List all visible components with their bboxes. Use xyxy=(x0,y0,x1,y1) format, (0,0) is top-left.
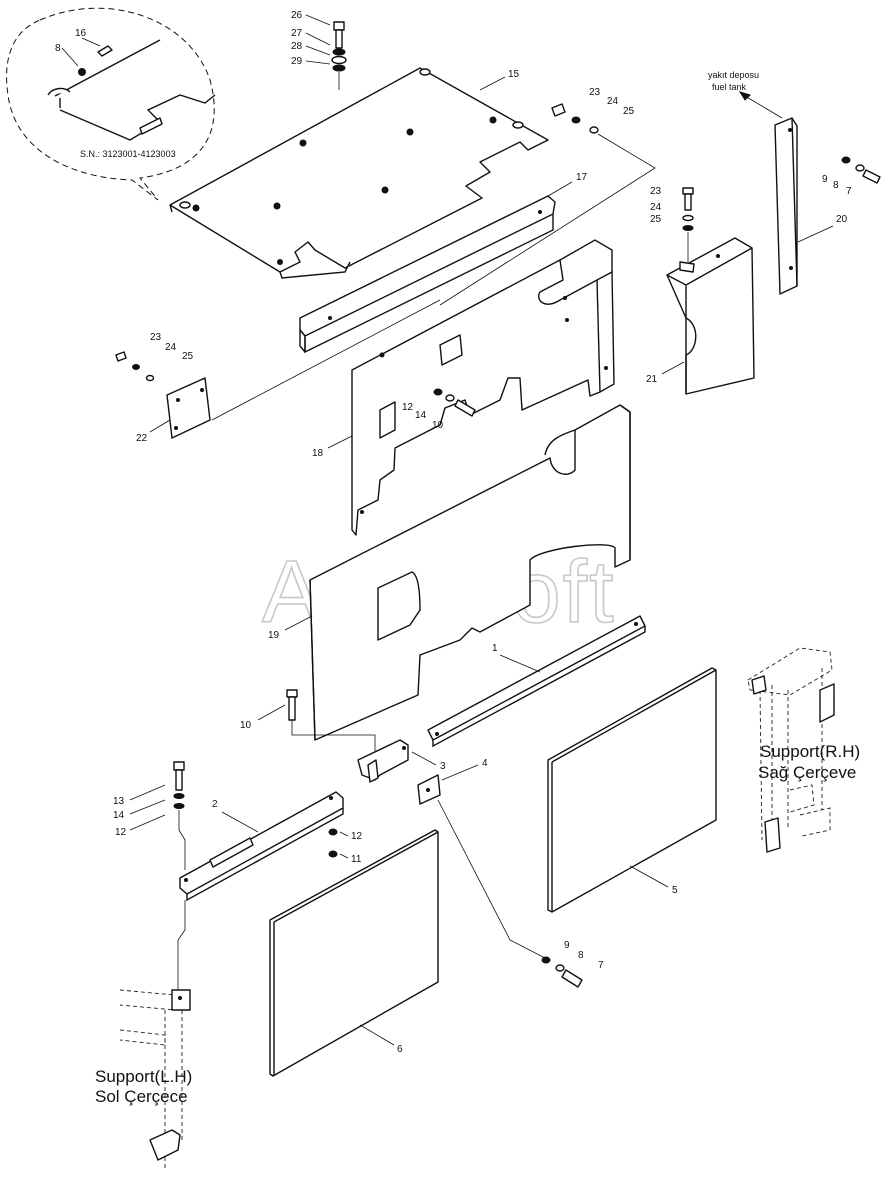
callout-26: 26 xyxy=(291,10,303,21)
callout-20: 20 xyxy=(836,214,848,225)
callout-3: 3 xyxy=(440,761,446,772)
part-3-bracket: 3 xyxy=(357,739,446,783)
callout-15: 15 xyxy=(508,69,520,80)
callout-23-left: 23 xyxy=(150,332,162,343)
part-22-small-plate: 23 24 25 22 xyxy=(115,299,441,444)
callout-7-right: 7 xyxy=(846,186,852,197)
callout-23-upper: 23 xyxy=(589,87,601,98)
hardware-7-9-lower: 9 8 7 xyxy=(541,940,604,988)
callout-9-right: 9 xyxy=(822,174,828,185)
callout-1: 1 xyxy=(492,643,498,654)
serial-detail-bubble: S.N.: 3123001-4123003 16 8 xyxy=(6,7,216,201)
callout-7-lower: 7 xyxy=(598,960,604,971)
support-lh-label-tr: Sol Çerçece xyxy=(95,1087,188,1106)
callout-17: 17 xyxy=(576,172,588,183)
part-21-side-panel: 21 xyxy=(646,237,755,395)
callout-16: 16 xyxy=(75,28,87,39)
part-17-bracket: 17 xyxy=(299,172,588,354)
hardware-12-14-left: 13 14 12 xyxy=(113,761,186,870)
callout-28: 28 xyxy=(291,41,303,52)
serial-number-note: S.N.: 3123001-4123003 xyxy=(80,149,176,159)
part-15-top-cover: 15 xyxy=(169,67,549,279)
callout-12-left: 12 xyxy=(115,827,127,838)
callout-11: 11 xyxy=(351,854,362,865)
part-18-inner-panel: 18 xyxy=(312,239,615,536)
callout-24-right: 24 xyxy=(650,202,662,213)
hardware-23-25-upper: 23 24 25 xyxy=(439,87,656,306)
hardware-23-25-right: 23 24 25 xyxy=(650,186,694,262)
part-1-long-bar: 1 xyxy=(427,615,646,748)
callout-25-upper: 25 xyxy=(623,106,635,117)
callout-21: 21 xyxy=(646,374,658,385)
part-5-right-plate: 5 xyxy=(547,667,717,913)
callout-25-right: 25 xyxy=(650,214,662,225)
callout-24-upper: 24 xyxy=(607,96,619,107)
callout-22: 22 xyxy=(136,433,148,444)
callout-24-left: 24 xyxy=(165,342,177,353)
callout-10-middle: 10 xyxy=(432,420,444,431)
support-rh-frame: Support(R.H) Sağ Çerçeve xyxy=(747,647,860,853)
callout-18: 18 xyxy=(312,448,324,459)
callout-8-lower: 8 xyxy=(578,950,584,961)
part-2-lower-bar: 2 xyxy=(179,791,344,902)
hardware-26-29: 26 27 28 29 xyxy=(291,10,347,90)
callout-27: 27 xyxy=(291,28,303,39)
callout-12-middle: 12 xyxy=(402,402,414,413)
callout-13: 13 xyxy=(113,796,125,807)
callout-19: 19 xyxy=(268,630,280,641)
support-lh-frame: Support(L.H) Sol Çerçece xyxy=(95,900,192,1170)
support-rh-label-tr: Sağ Çerçeve xyxy=(758,763,856,782)
callout-6: 6 xyxy=(397,1044,403,1055)
callout-23-right: 23 xyxy=(650,186,662,197)
hardware-11-12-center: 12 11 xyxy=(328,828,363,865)
fuel-tank-label-tr: yakıt deposu xyxy=(708,70,759,80)
support-rh-label-en: Support(R.H) xyxy=(760,742,860,761)
support-lh-label-en: Support(L.H) xyxy=(95,1067,192,1086)
callout-8-right: 8 xyxy=(833,180,839,191)
callout-5: 5 xyxy=(672,885,678,896)
fuel-tank-label-en: fuel tank xyxy=(712,82,747,92)
part-4-clip: 4 xyxy=(417,758,546,959)
callout-25-left: 25 xyxy=(182,351,194,362)
callout-14-middle: 14 xyxy=(415,410,427,421)
callout-8-detail: 8 xyxy=(55,43,61,54)
part-6-left-plate: 6 xyxy=(269,829,439,1077)
hardware-10-lower: 10 xyxy=(240,689,376,760)
callout-9-lower: 9 xyxy=(564,940,570,951)
callout-14-left: 14 xyxy=(113,810,125,821)
part-20-vertical-bar: 9 8 7 20 yakıt deposu fuel tank xyxy=(708,70,881,295)
hardware-10-12-14-middle: 12 14 10 xyxy=(402,388,476,431)
callout-10-lower: 10 xyxy=(240,720,252,731)
callout-4: 4 xyxy=(482,758,488,769)
callout-2: 2 xyxy=(212,799,218,810)
callout-29: 29 xyxy=(291,56,303,67)
part-19-main-panel: 19 xyxy=(268,404,631,741)
callout-12-center: 12 xyxy=(351,831,363,842)
